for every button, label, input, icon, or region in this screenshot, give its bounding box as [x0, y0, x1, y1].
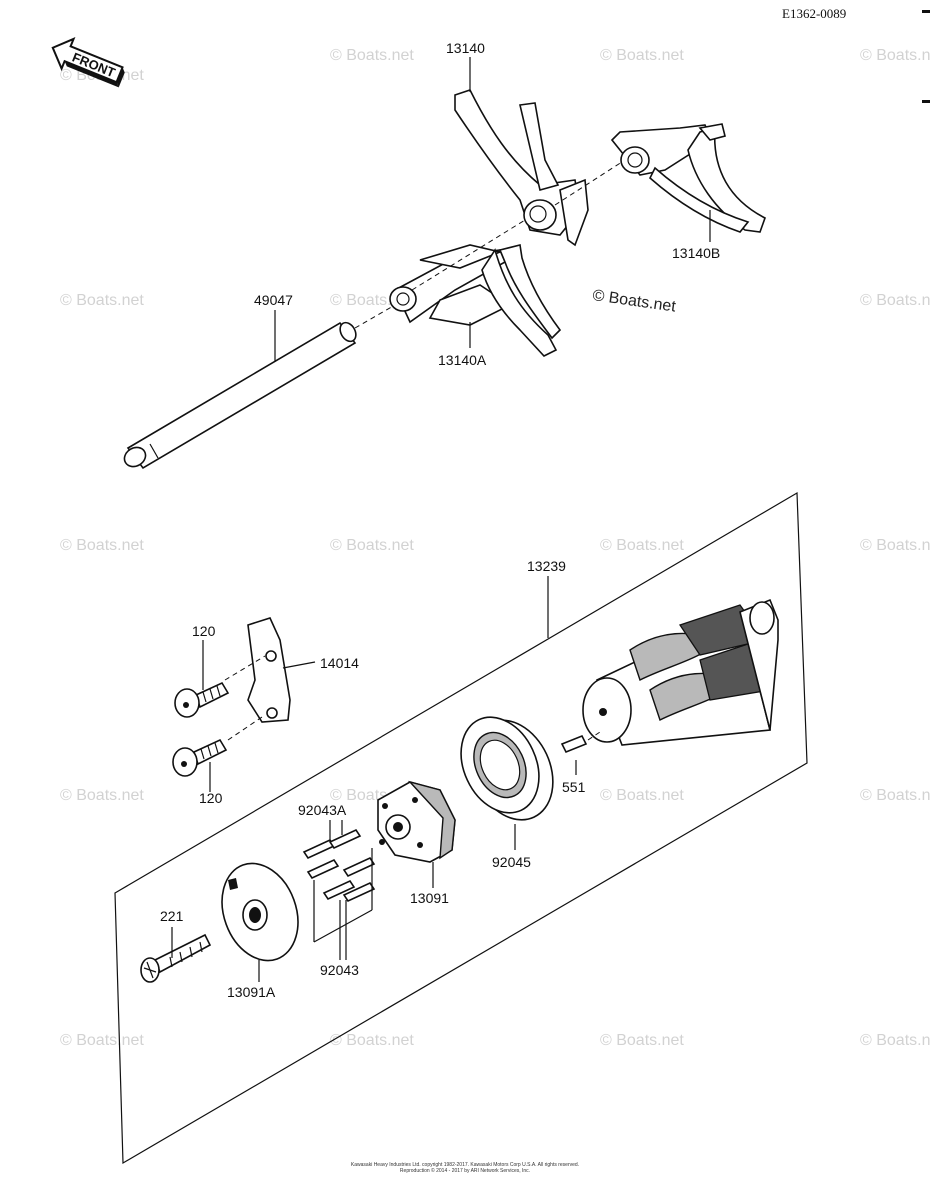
pin-551 [560, 734, 588, 754]
part-label-13239: 13239 [527, 558, 566, 574]
watermark-text: © Boats.net [60, 787, 144, 804]
part-label-120-upper: 120 [192, 623, 216, 639]
watermark-text: © Boats.net [330, 47, 414, 64]
part-label-13091a: 13091A [227, 984, 276, 1000]
part-label-13140a: 13140A [438, 352, 487, 368]
part-label-92043: 92043 [320, 962, 359, 978]
center-watermark: © Boats.net [591, 287, 677, 316]
fork-axis-line [554, 159, 626, 206]
shift-drum [582, 598, 779, 746]
watermark-text: © Boats.net [860, 1032, 930, 1049]
pin-axis-line [587, 731, 601, 741]
fork-axis-line [411, 219, 526, 291]
watermark-text: © Boats.net [860, 537, 930, 554]
part-label-49047: 49047 [254, 292, 293, 308]
watermark-text: © Boats.net [860, 787, 930, 804]
watermark-text: © Boats.net [600, 787, 684, 804]
watermark-text: © Boats.net [600, 1032, 684, 1049]
watermark-text: © Boats.net [60, 1032, 144, 1049]
part-label-221: 221 [160, 908, 184, 924]
watermark-text: © Boats.net [60, 537, 144, 554]
shift-fork-b [610, 123, 766, 233]
part-label-13140: 13140 [446, 40, 485, 56]
leader-line [282, 661, 316, 669]
bolt-upper [174, 681, 230, 718]
watermark-text: © Boats.net [860, 47, 930, 64]
shift-rod [123, 321, 357, 470]
cam-plate [221, 862, 299, 962]
watermark-text: © Boats.net [330, 537, 414, 554]
shift-cam [377, 780, 456, 863]
part-label-13091: 13091 [410, 890, 449, 906]
shift-fork [454, 89, 589, 247]
drum-assembly-outline [114, 491, 808, 1165]
part-label-14014: 14014 [320, 655, 359, 671]
watermark-text: © Boats.net [60, 292, 144, 309]
bolt-axis-line [224, 655, 266, 681]
watermark-text: © Boats.net [330, 1032, 414, 1049]
stopper-plate [247, 617, 291, 723]
shift-fork-a [389, 244, 562, 357]
part-label-13140b: 13140B [672, 245, 720, 261]
edge-mark [922, 10, 930, 13]
bolt-axis-line [227, 714, 266, 741]
footer-copyright: Kawasaki Heavy Industries Ltd. copyright… [351, 1162, 579, 1168]
bearing [460, 716, 554, 821]
pin-group [302, 828, 376, 943]
part-label-92045: 92045 [492, 854, 531, 870]
watermark-text: © Boats.net [860, 292, 930, 309]
edge-mark [922, 100, 930, 103]
screw-221 [140, 933, 212, 983]
bolt-lower [172, 738, 228, 777]
watermark-text: © Boats.net [600, 47, 684, 64]
watermark-group: © Boats.net © Boats.net © Boats.net © Bo… [60, 47, 930, 1049]
part-label-551: 551 [562, 779, 586, 795]
part-label-120-lower: 120 [199, 790, 223, 806]
diagram-code: E1362-0089 [782, 6, 846, 21]
watermark-text: © Boats.net [600, 537, 684, 554]
part-label-92043a: 92043A [298, 802, 347, 818]
footer-reproduction: Reproduction © 2014 - 2017 by ARI Networ… [400, 1167, 530, 1174]
rod-axis-line [354, 304, 396, 329]
